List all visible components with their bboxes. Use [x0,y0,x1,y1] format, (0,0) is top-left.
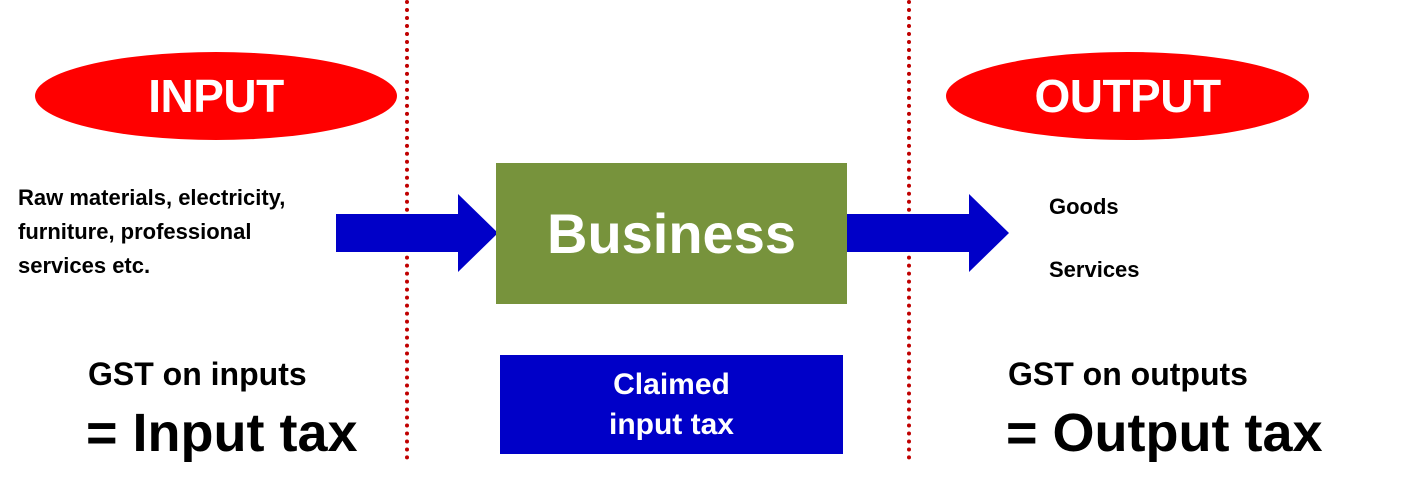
output-item-services: Services [1049,257,1140,282]
input-description-line: services etc. [18,253,151,278]
input-badge-label: INPUT [148,70,284,122]
claimed-line: input tax [609,407,734,441]
business-box: Business [496,163,847,304]
input-gst-heading: GST on inputs [88,356,307,392]
input-tax-label: = Input tax [86,403,358,463]
business-label: Business [547,202,796,265]
output-arrow-icon [847,194,1009,272]
output-gst-heading: GST on outputs [1008,356,1248,392]
input-description-line: furniture, professional [18,219,252,244]
output-badge-label: OUTPUT [1034,70,1221,122]
output-item-goods: Goods [1049,194,1119,219]
input-ellipse: INPUT [35,52,397,140]
input-description-line: Raw materials, electricity, [18,185,286,210]
output-ellipse: OUTPUT [946,52,1309,140]
input-description: Raw materials, electricity, furniture, p… [18,181,285,283]
input-arrow-icon [336,194,498,272]
claimed-input-tax-box: Claimed input tax [500,355,843,454]
claimed-line: Claimed [613,367,730,401]
output-tax-label: = Output tax [1006,403,1323,463]
